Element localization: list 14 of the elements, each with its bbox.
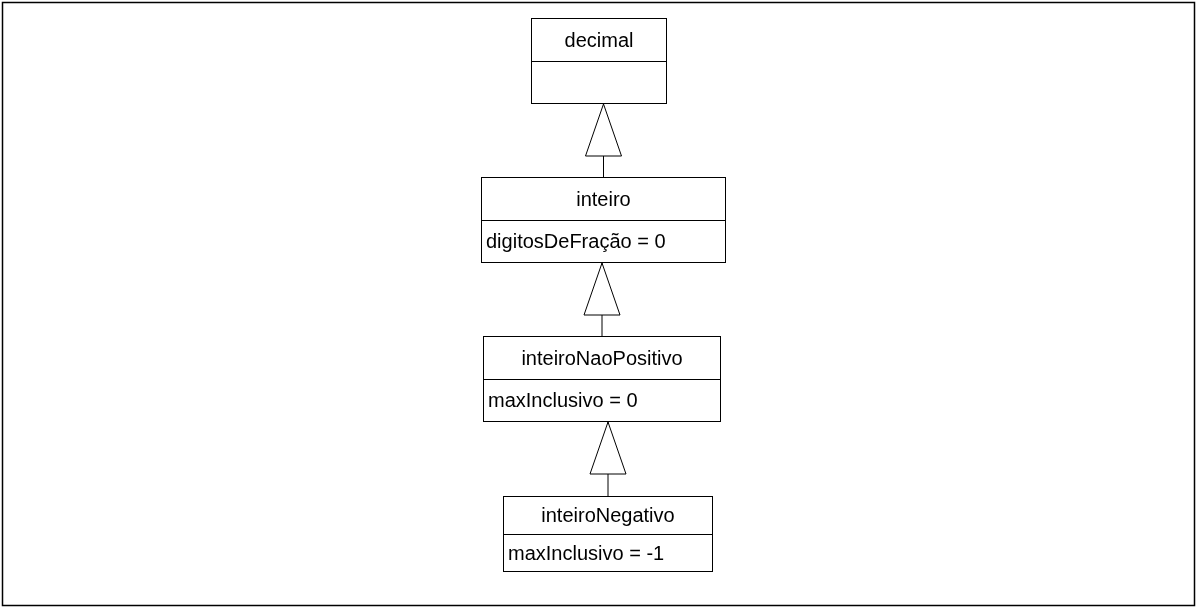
class-name: decimal — [564, 28, 634, 51]
attribute-text: maxInclusivo = -1 — [508, 541, 665, 564]
inheritance-arrow — [585, 103, 622, 178]
attribute-text: digitosDeFração = 0 — [486, 230, 666, 253]
attribute-text: maxInclusivo = 0 — [488, 389, 638, 412]
class-box — [503, 496, 713, 572]
class-name: inteiroNegativo — [541, 504, 675, 527]
inheritance-arrow — [589, 421, 627, 497]
class-box — [483, 336, 721, 422]
inheritance-arrow — [583, 262, 621, 337]
class-box — [481, 177, 726, 263]
class-name: inteiroNaoPositivo — [521, 346, 683, 369]
class-box — [531, 18, 667, 104]
class-name: inteiro — [576, 187, 631, 210]
